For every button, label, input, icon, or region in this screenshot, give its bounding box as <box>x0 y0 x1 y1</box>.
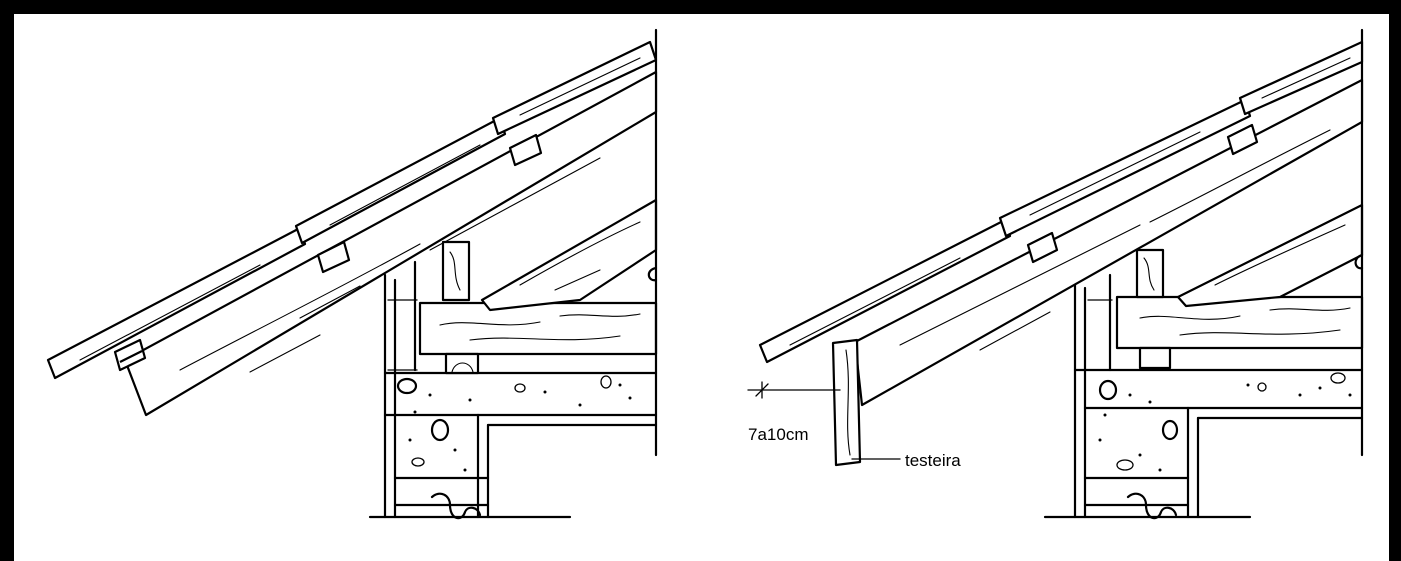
right-break-symbol <box>1126 492 1178 520</box>
left-main-rafter <box>123 70 658 417</box>
left-concrete-slab <box>383 371 658 519</box>
left-wall <box>383 260 490 519</box>
right-upper-block <box>1135 248 1165 299</box>
left-break-symbol <box>430 492 482 520</box>
right-concrete-slab <box>1073 368 1364 519</box>
right-lower-block <box>1138 346 1172 370</box>
right-inner-rafter <box>1176 203 1364 308</box>
left-lower-block <box>444 352 480 375</box>
left-edge-break <box>647 266 658 282</box>
left-eave-detail <box>46 28 658 520</box>
right-eave-detail: 7a10cm testeira <box>747 28 1364 520</box>
right-edge-break <box>1354 253 1364 270</box>
right-tie-beam <box>1115 295 1364 350</box>
left-upper-block <box>441 240 471 302</box>
testeira-board <box>831 338 862 467</box>
right-battens <box>1026 123 1259 264</box>
right-wall <box>1073 273 1190 519</box>
left-battens <box>113 133 543 372</box>
dimension-marker <box>747 381 841 399</box>
left-roof-planks <box>46 40 658 380</box>
left-inner-rafter <box>480 198 658 312</box>
right-roof-planks <box>758 40 1364 364</box>
dimension-label: 7a10cm <box>748 425 808 444</box>
left-tie-beam <box>418 301 658 356</box>
right-main-rafter <box>853 78 1364 407</box>
testeira-label: testeira <box>905 451 961 470</box>
